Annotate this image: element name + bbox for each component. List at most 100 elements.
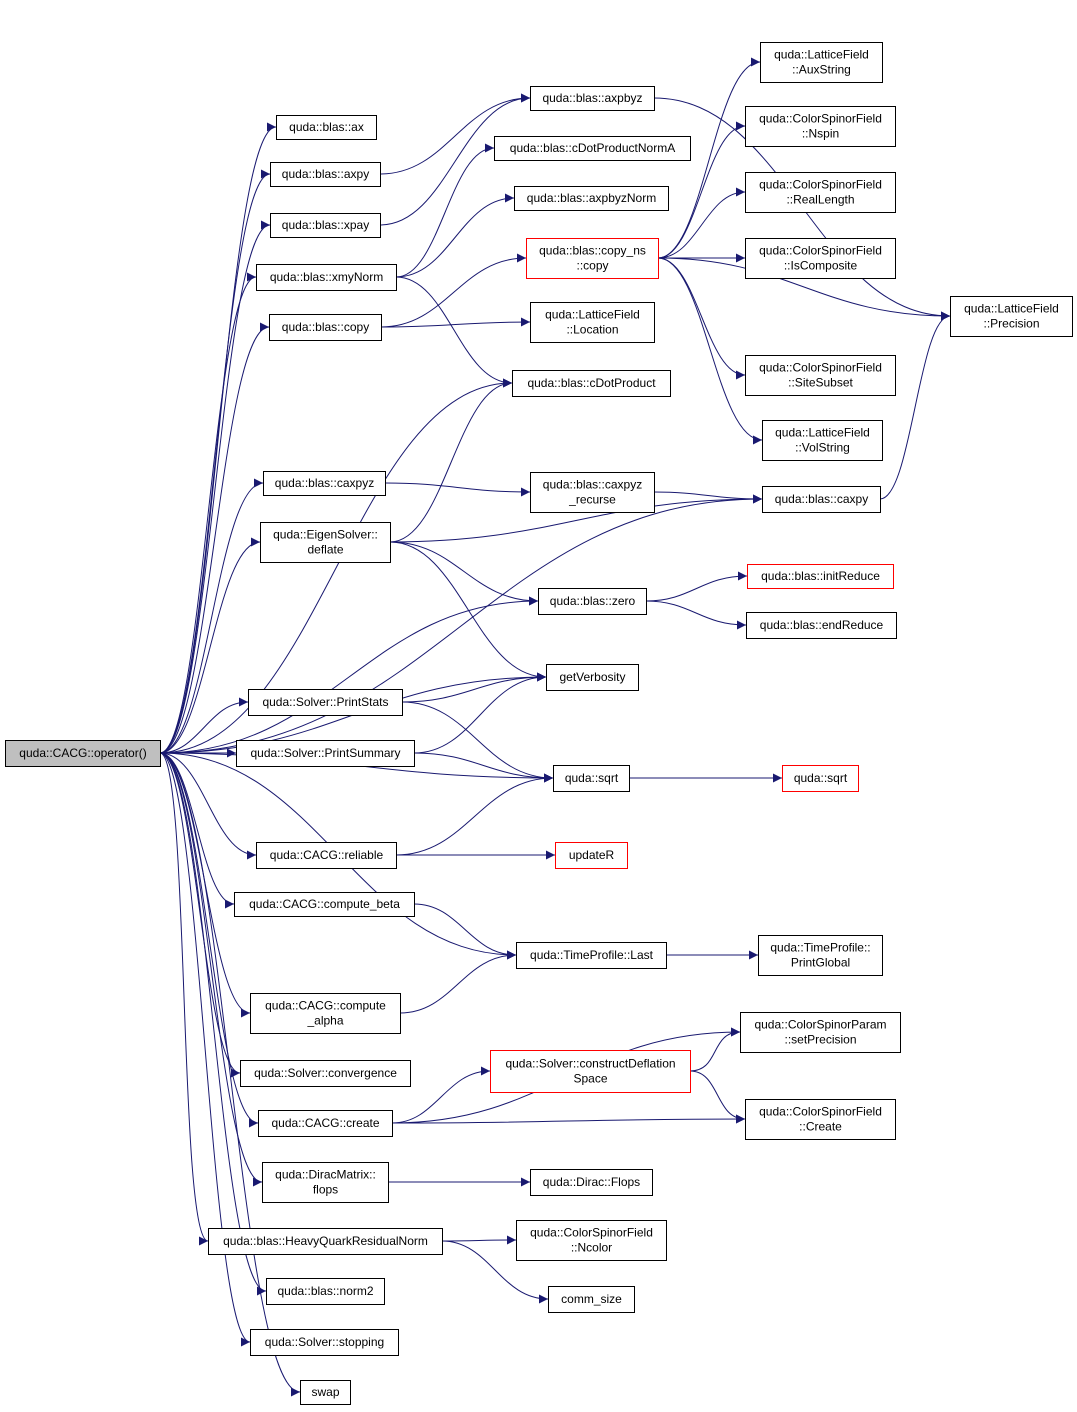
node-cDotNormA[interactable]: quda::blas::cDotProductNormA	[494, 136, 691, 161]
node-norm2[interactable]: quda::blas::norm2	[266, 1278, 385, 1305]
node-deflate[interactable]: quda::EigenSolver::deflate	[260, 522, 391, 563]
node-caxpy[interactable]: quda::blas::caxpy	[762, 486, 881, 513]
edge-root-to-flops	[159, 752, 263, 1187]
node-volString[interactable]: quda::LatticeField::VolString	[762, 420, 883, 461]
node-label: _alpha	[306, 1014, 343, 1028]
node-siteSubset[interactable]: quda::ColorSpinorField::SiteSubset	[745, 355, 896, 396]
node-sqrt1[interactable]: quda::sqrt	[553, 765, 630, 792]
node-label: quda::blas::norm2	[277, 1284, 373, 1298]
node-box	[745, 1099, 896, 1140]
node-caxpyzRec[interactable]: quda::blas::caxpyz_recurse	[530, 472, 655, 513]
node-label: quda::DiracMatrix::	[275, 1168, 376, 1182]
edge	[159, 220, 271, 754]
node-tpLast[interactable]: quda::TimeProfile::Last	[516, 942, 667, 969]
node-copy[interactable]: quda::blas::copy	[269, 314, 382, 341]
node-setPrecision[interactable]: quda::ColorSpinorParam::setPrecision	[740, 1012, 901, 1053]
node-computeBeta[interactable]: quda::CACG::compute_beta	[234, 892, 415, 917]
edge-deflate-to-zero	[389, 541, 539, 606]
edge	[413, 903, 517, 960]
edge	[689, 1070, 746, 1124]
node-sqrt2[interactable]: quda::sqrt	[782, 765, 859, 792]
node-label: deflate	[307, 543, 343, 557]
edge	[879, 311, 951, 500]
edge	[391, 1114, 746, 1124]
node-box	[760, 42, 883, 83]
node-flops[interactable]: quda::DiracMatrix::flops	[262, 1162, 389, 1203]
node-label: quda::Solver::PrintStats	[262, 695, 388, 709]
node-diracFlops[interactable]: quda::Dirac::Flops	[530, 1169, 653, 1196]
node-stopping[interactable]: quda::Solver::stopping	[250, 1329, 399, 1356]
node-box	[256, 264, 397, 291]
edge-caxpyzRec-to-caxpy	[653, 491, 763, 504]
node-label: quda::CACG::compute_beta	[249, 897, 400, 911]
node-label: Space	[573, 1072, 607, 1086]
node-label: quda::blas::copy	[282, 320, 369, 334]
node-label: quda::ColorSpinorField	[759, 361, 882, 375]
node-root[interactable]: quda::CACG::operator()	[5, 740, 161, 767]
node-auxString[interactable]: quda::LatticeField::AuxString	[760, 42, 883, 83]
node-printGlobal[interactable]: quda::TimeProfile::PrintGlobal	[758, 935, 883, 976]
node-ncolor[interactable]: quda::ColorSpinorField::Ncolor	[516, 1220, 667, 1261]
node-create[interactable]: quda::CACG::create	[258, 1110, 393, 1137]
node-box	[548, 1286, 635, 1313]
node-commSize[interactable]: comm_size	[548, 1286, 635, 1313]
node-printSummary[interactable]: quda::Solver::PrintSummary	[236, 740, 415, 767]
node-reliable[interactable]: quda::CACG::reliable	[256, 842, 397, 869]
node-hqrNorm[interactable]: quda::blas::HeavyQuarkResidualNorm	[208, 1228, 443, 1255]
edge-printSummary-to-sqrt1	[413, 752, 554, 783]
node-axpbyzNorm[interactable]: quda::blas::axpbyzNorm	[514, 186, 669, 211]
edge-caxpyz-to-caxpyzRec	[384, 482, 531, 497]
node-isComposite[interactable]: quda::ColorSpinorField::IsComposite	[745, 238, 896, 279]
node-zero[interactable]: quda::blas::zero	[538, 588, 647, 615]
node-box	[263, 471, 386, 496]
node-location[interactable]: quda::LatticeField::Location	[530, 302, 655, 343]
node-box	[494, 136, 691, 161]
node-nspin[interactable]: quda::ColorSpinorField::Nspin	[745, 106, 896, 147]
edge-hqrNorm-to-commSize	[441, 1240, 549, 1304]
node-label: quda::blas::HeavyQuarkResidualNorm	[223, 1234, 428, 1248]
node-convergence[interactable]: quda::Solver::convergence	[240, 1060, 411, 1087]
node-swap[interactable]: swap	[300, 1380, 351, 1405]
node-endReduce[interactable]: quda::blas::endReduce	[746, 612, 897, 639]
edge-deflate-to-getVerbosity	[389, 541, 547, 682]
edge	[389, 541, 539, 606]
node-initReduce[interactable]: quda::blas::initReduce	[747, 564, 894, 589]
edge	[159, 752, 209, 1246]
node-box	[746, 612, 897, 639]
node-ax[interactable]: quda::blas::ax	[276, 115, 377, 140]
edge	[159, 122, 277, 754]
node-box	[740, 1012, 901, 1053]
node-computeAlpha[interactable]: quda::CACG::compute_alpha	[250, 993, 401, 1034]
node-box	[745, 238, 896, 279]
node-updateR[interactable]: updateR	[555, 842, 628, 869]
node-printStats[interactable]: quda::Solver::PrintStats	[248, 689, 403, 716]
node-label: quda::TimeProfile::	[770, 941, 870, 955]
edge	[441, 1240, 549, 1304]
node-realLength[interactable]: quda::ColorSpinorField::RealLength	[745, 172, 896, 213]
node-label: quda::blas::endReduce	[760, 618, 884, 632]
node-copyNs[interactable]: quda::blas::copy_ns::copy	[526, 238, 659, 279]
node-precision[interactable]: quda::LatticeField::Precision	[950, 296, 1073, 337]
node-caxpyz[interactable]: quda::blas::caxpyz	[263, 471, 386, 496]
node-axpbyz[interactable]: quda::blas::axpbyz	[530, 86, 655, 111]
node-cDot[interactable]: quda::blas::cDotProduct	[512, 370, 671, 397]
node-csfCreate[interactable]: quda::ColorSpinorField::Create	[745, 1099, 896, 1140]
edge-deflate-to-cDot	[389, 378, 513, 543]
node-xmyNorm[interactable]: quda::blas::xmyNorm	[256, 264, 397, 291]
node-label: ::Ncolor	[571, 1241, 612, 1255]
edge-reliable-to-sqrt1	[395, 773, 554, 856]
node-box	[512, 370, 671, 397]
node-box	[248, 689, 403, 716]
edge	[645, 571, 748, 602]
edge-root-to-stopping	[159, 752, 251, 1347]
node-getVerbosity[interactable]: getVerbosity	[546, 664, 639, 691]
node-axpy[interactable]: quda::blas::axpy	[270, 162, 381, 187]
node-box	[240, 1060, 411, 1087]
edge	[159, 752, 259, 1128]
node-box	[526, 238, 659, 279]
edge-deflate-to-caxpy	[389, 494, 763, 543]
node-xpay[interactable]: quda::blas::xpay	[270, 213, 381, 238]
node-box	[950, 296, 1073, 337]
node-box	[745, 172, 896, 213]
